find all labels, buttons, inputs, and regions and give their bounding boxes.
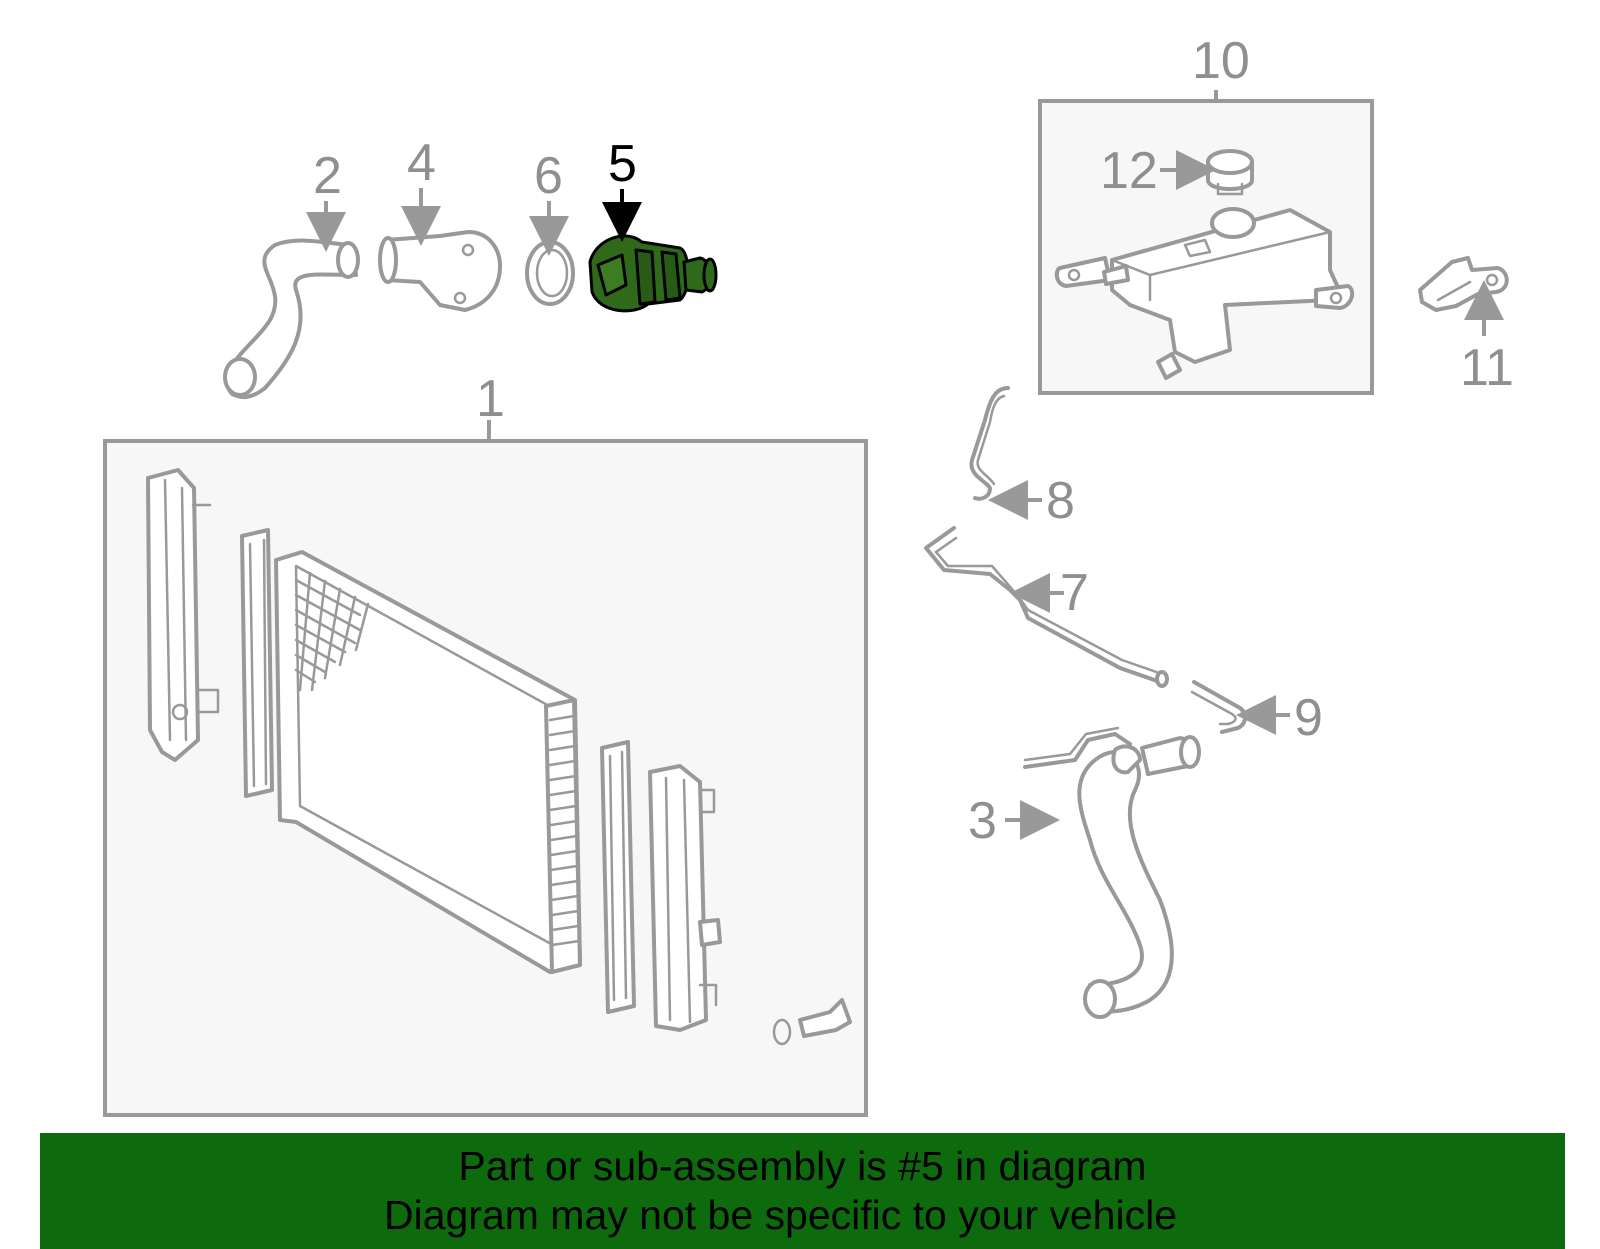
part-2-upper-hose [223,238,360,400]
callout-12-label: 12 [1100,142,1158,200]
callout-4-label: 4 [407,134,436,192]
radiator-assembly-drawing [146,468,852,1046]
callout-11-label: 11 [1460,339,1514,397]
callout-1-label: 1 [476,370,505,428]
part-9-short-hose [1190,680,1247,734]
callout-8-label: 8 [1046,472,1075,530]
part-11-bracket [1418,256,1509,312]
callout-10-label: 10 [1192,32,1250,90]
part-3-lower-hose [1023,726,1201,1019]
part-5-thermostat [588,234,718,313]
callout-9-label: 9 [1294,689,1323,747]
callout-6-label: 6 [534,147,563,205]
callout-2-label: 2 [313,147,342,205]
part-7-pipe [924,526,1169,688]
banner-line-disclaimer: Diagram may not be specific to your vehi… [383,1192,1177,1238]
part-6-gasket [525,240,575,306]
info-banner: Part or sub-assembly is #5 in diagram Di… [40,1133,1565,1249]
callout-7-label: 7 [1060,564,1089,622]
callout-3-label: 3 [968,792,997,850]
part-4-water-inlet [378,230,502,312]
callout-5-label: 5 [608,135,637,193]
reservoir-tank-drawing [1054,207,1355,380]
part-8-small-hose [969,386,1010,501]
banner-line-part: Part or sub-assembly is #5 in diagram [458,1143,1147,1189]
part-12-cap [1206,149,1254,196]
